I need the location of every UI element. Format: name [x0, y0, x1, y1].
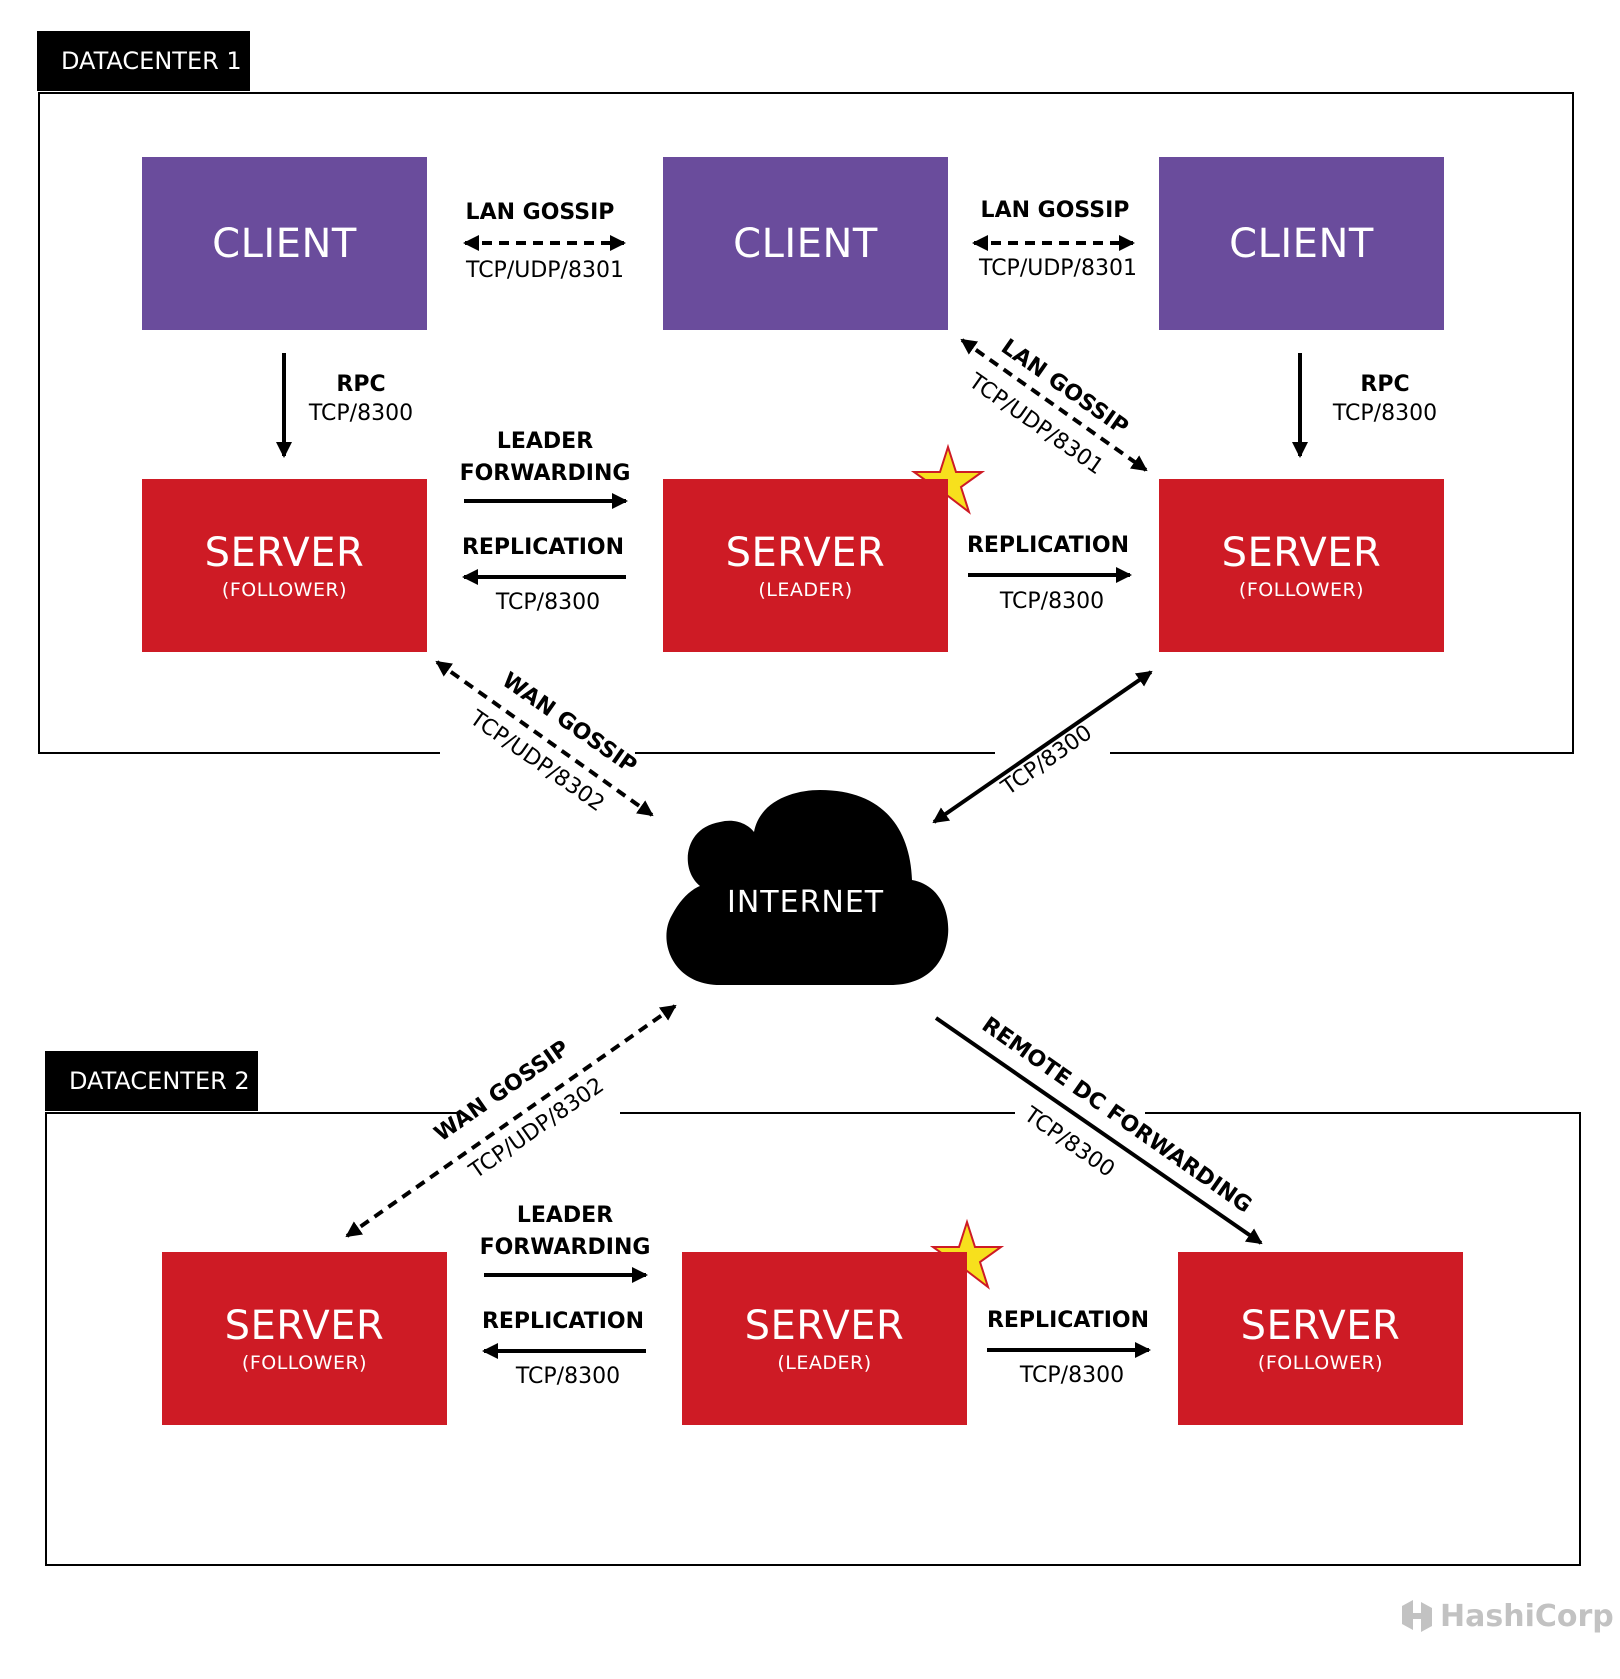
dc1-client-2: CLIENT [663, 157, 948, 330]
dc1-server-follower-1: SERVER (FOLLOWER) [142, 479, 427, 652]
node-role: (FOLLOWER) [1238, 578, 1365, 601]
dc2-leader-forwarding-line2: FORWARDING [479, 1235, 651, 1260]
dc1-lan-gossip-right-name: LAN GOSSIP [980, 198, 1130, 223]
dc1-leader-star-icon [910, 443, 986, 515]
node-role: (LEADER) [777, 1351, 872, 1374]
dc1-rpc-right-name: RPC [1360, 372, 1410, 397]
dc1-internet-tcp-line [932, 670, 1153, 824]
node-title: SERVER [224, 1302, 385, 1349]
dc1-leader-forwarding-line2: FORWARDING [459, 461, 631, 486]
dc2-replication-right-name: REPLICATION [986, 1308, 1150, 1333]
dc2-server-leader: SERVER (LEADER) [682, 1252, 967, 1425]
hashicorp-logo-icon [1402, 1600, 1432, 1632]
node-title: SERVER [725, 529, 886, 576]
dc1-lan-gossip-left-port: TCP/UDP/8301 [466, 258, 624, 283]
dc1-rpc-left-port: TCP/8300 [308, 401, 414, 426]
dc2-server-follower-2: SERVER (FOLLOWER) [1178, 1252, 1463, 1425]
datacenter-1-label: DATACENTER 1 [37, 31, 250, 91]
dc2-server-follower-1: SERVER (FOLLOWER) [162, 1252, 447, 1425]
node-role: (FOLLOWER) [241, 1351, 368, 1374]
dc1-wan-gossip-line [435, 660, 654, 817]
dc1-lan-gossip-diag-line [960, 338, 1148, 472]
datacenter-2-label: DATACENTER 2 [45, 1051, 258, 1111]
dc1-leader-forwarding-line1: LEADER [496, 429, 594, 454]
dc1-rpc-left-name: RPC [336, 372, 386, 397]
internet-label: INTERNET [727, 885, 885, 920]
dc2-remote-forwarding-line [934, 1016, 1263, 1245]
datacenter-2-frame [45, 1112, 1581, 1566]
dc1-replication-right-name: REPLICATION [966, 533, 1130, 558]
dc2-replication-right-port: TCP/8300 [1019, 1363, 1125, 1388]
node-title: CLIENT [212, 220, 357, 267]
dc2-leader-star-icon [929, 1218, 1005, 1290]
node-title: SERVER [1240, 1302, 1401, 1349]
node-title: CLIENT [733, 220, 878, 267]
dc1-rpc-right-port: TCP/8300 [1332, 401, 1438, 426]
dc1-server-leader: SERVER (LEADER) [663, 479, 948, 652]
node-title: SERVER [744, 1302, 905, 1349]
dc2-replication-left-port: TCP/8300 [515, 1364, 621, 1389]
node-title: SERVER [1221, 529, 1382, 576]
dc2-leader-forwarding-line1: LEADER [516, 1203, 614, 1228]
dc1-lan-gossip-left-name: LAN GOSSIP [465, 200, 615, 225]
hashicorp-logo: HashiCorp [1400, 1597, 1614, 1635]
node-role: (FOLLOWER) [1257, 1351, 1384, 1374]
node-title: CLIENT [1229, 220, 1374, 267]
dc2-replication-left-name: REPLICATION [481, 1309, 645, 1334]
dc1-server-follower-2: SERVER (FOLLOWER) [1159, 479, 1444, 652]
internet-cloud-icon [666, 790, 949, 985]
dc1-client-1: CLIENT [142, 157, 427, 330]
node-role: (FOLLOWER) [221, 578, 348, 601]
dc1-replication-left-port: TCP/8300 [495, 590, 601, 615]
node-title: SERVER [204, 529, 365, 576]
dc1-client-3: CLIENT [1159, 157, 1444, 330]
datacenter-1-frame [38, 92, 1574, 754]
hashicorp-logo-text: HashiCorp [1440, 1598, 1614, 1634]
node-role: (LEADER) [758, 578, 853, 601]
dc1-replication-left-name: REPLICATION [461, 535, 625, 560]
dc1-lan-gossip-right-port: TCP/UDP/8301 [979, 256, 1137, 281]
dc1-replication-right-port: TCP/8300 [999, 589, 1105, 614]
